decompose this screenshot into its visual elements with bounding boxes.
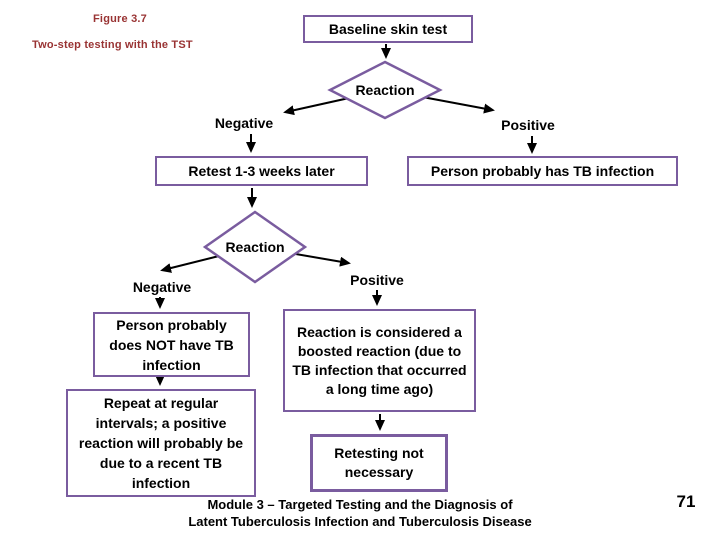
person-has-tb-box: Person probably has TB infection bbox=[407, 156, 678, 186]
reaction-label-1: Reaction bbox=[355, 82, 415, 98]
footer-module-title: Module 3 – Targeted Testing and the Diag… bbox=[160, 496, 560, 530]
repeat-intervals-box: Repeat at regular intervals; a positive … bbox=[66, 389, 256, 497]
slide-subtitle: Two-step testing with the TST bbox=[32, 39, 193, 51]
retesting-not-necessary-box: Retesting not necessary bbox=[310, 434, 448, 492]
page-number: 71 bbox=[676, 492, 696, 511]
positive-label-1: Positive bbox=[501, 117, 555, 133]
reaction-diamond-1 bbox=[327, 60, 443, 120]
retest-box: Retest 1-3 weeks later bbox=[155, 156, 368, 186]
boosted-reaction-box: Reaction is considered a boosted reactio… bbox=[283, 309, 476, 412]
person-not-tb-box: Person probably does NOT have TB infecti… bbox=[93, 312, 250, 377]
footer-line-1: Module 3 – Targeted Testing and the Diag… bbox=[207, 497, 513, 512]
footer-line-2: Latent Tuberculosis Infection and Tuberc… bbox=[188, 514, 532, 529]
figure-label: Figure 3.7 bbox=[93, 13, 147, 25]
negative-label-2: Negative bbox=[132, 279, 192, 295]
reaction-label-2: Reaction bbox=[225, 239, 285, 255]
negative-label-1: Negative bbox=[214, 115, 274, 131]
positive-label-2: Positive bbox=[350, 272, 404, 288]
baseline-skin-test-box: Baseline skin test bbox=[303, 15, 473, 43]
reaction-diamond-2 bbox=[202, 210, 308, 284]
